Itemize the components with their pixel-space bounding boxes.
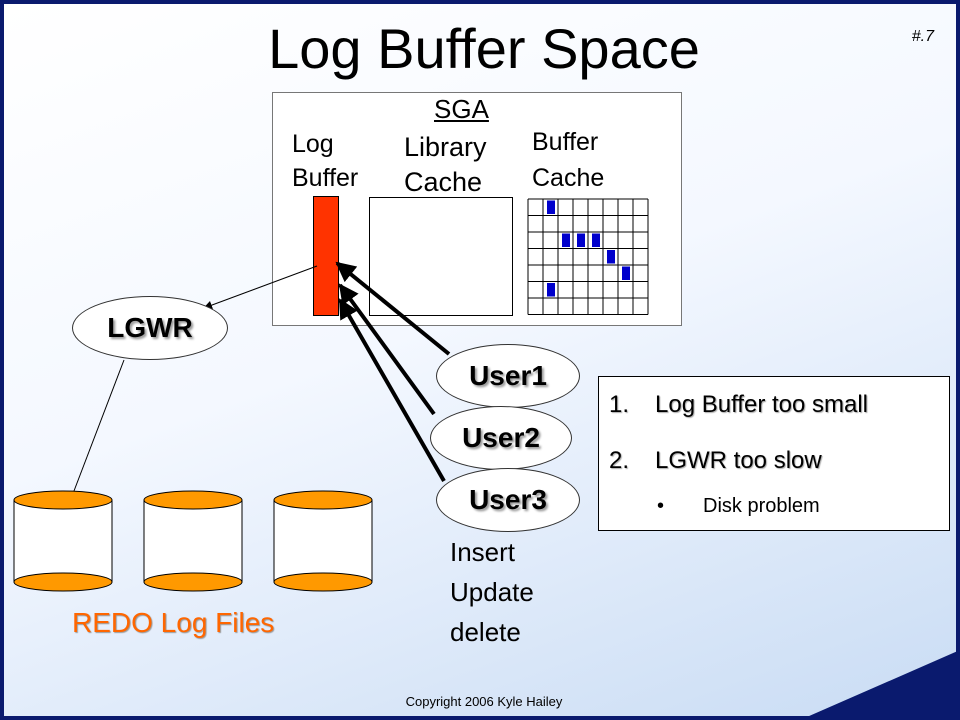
dirty-block-3 [577,233,585,247]
corner-decoration [809,651,956,716]
user2-process: User2 [430,406,572,470]
buffer-cache-label-line1: Buffer [532,128,599,156]
user3-to-logbuffer-arrow [338,298,446,482]
logbuffer-to-lgwr-arrow [203,265,318,310]
library-cache-box [369,197,513,316]
cause-1-number: 1. [609,391,630,418]
lgwr-process: LGWR [72,296,228,360]
buffer-cache-label-line2: Cache [532,164,605,192]
cause-1-text: Log Buffer too small [655,391,869,418]
cause-2-text: LGWR too slow [655,447,822,474]
log-buffer-label-line2: Buffer [292,164,359,192]
user2-label: User2 [462,422,540,453]
dirty-block-2 [562,233,570,247]
connector-overlay [67,261,451,505]
dirty-block-4 [592,233,600,247]
user1-process: User1 [436,344,580,408]
lgwr-label: LGWR [107,312,193,343]
cause-2-number: 2. [609,447,630,474]
operation-update: Update [450,577,534,607]
library-cache-label-line2: Cache [404,167,483,197]
dirty-block-6 [622,266,630,280]
redo-disk-3 [273,490,373,592]
slide-title: Log Buffer Space [268,17,700,80]
log-buffer-bar [313,196,339,316]
redo-log-files-label: REDO Log Files [72,607,275,638]
causes-box: 1. Log Buffer too small 2. LGWR too slow… [598,376,950,531]
operation-delete: delete [450,617,521,647]
redo-disk-2 [143,490,243,592]
user1-label: User1 [469,360,547,391]
dirty-block-7 [547,283,555,297]
buffer-cache-grid [527,198,649,315]
user3-process: User3 [436,468,580,532]
sga-label: SGA [434,94,489,124]
operations-list: Insert Update delete [450,532,534,652]
library-cache-label-line1: Library [404,132,487,162]
dirty-block-5 [607,250,615,264]
copyright-text: Copyright 2006 Kyle Hailey [405,694,563,709]
bullet-icon: • [657,495,665,517]
user3-label: User3 [469,484,547,515]
user1-to-logbuffer-arrow [335,261,451,356]
dirty-block-1 [547,200,555,214]
redo-log-disks [13,490,373,592]
log-buffer-label-line1: Log [292,130,334,158]
operation-insert: Insert [450,537,516,567]
slide-number: #.7 [911,28,934,45]
cause-2-subitem: Disk problem [703,495,820,517]
redo-disk-1 [13,490,113,592]
lgwr-to-redo-arrow [67,359,125,505]
